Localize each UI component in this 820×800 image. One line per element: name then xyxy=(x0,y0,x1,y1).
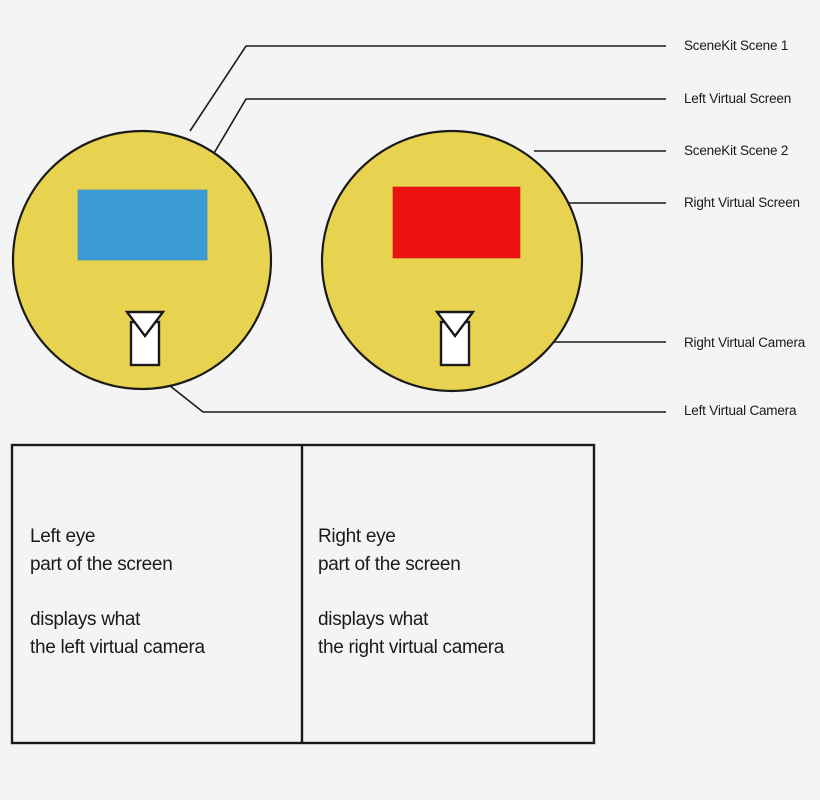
left-eye-panel-line-2: part of the screen xyxy=(30,554,173,575)
right-eye-panel-line-3: displays what xyxy=(318,609,429,630)
right-eye-panel-line-2: part of the screen xyxy=(318,554,461,575)
eye-panels-box xyxy=(10,443,596,745)
scene-2-group[interactable] xyxy=(320,129,584,393)
callout-label-left-virtual-camera: Left Virtual Camera xyxy=(684,403,797,418)
left-eye-panel-line-4: the left virtual camera xyxy=(30,637,205,658)
scene-1-group[interactable] xyxy=(11,129,273,391)
callout-label-right-virtual-camera: Right Virtual Camera xyxy=(684,335,806,350)
right-eye-panel-line-4: the right virtual camera xyxy=(318,637,505,658)
callout-label-scenekit-scene-2: SceneKit Scene 2 xyxy=(684,143,789,158)
right-eye-panel-line-1: Right eye xyxy=(318,526,396,547)
left-eye-panel-line-1: Left eye xyxy=(30,526,96,547)
callout-label-right-virtual-screen: Right Virtual Screen xyxy=(684,195,800,210)
left-virtual-camera-icon[interactable] xyxy=(124,310,166,367)
callout-label-left-virtual-screen: Left Virtual Screen xyxy=(684,91,792,106)
left-virtual-screen-rect[interactable] xyxy=(77,189,208,261)
callout-label-scenekit-scene-1: SceneKit Scene 1 xyxy=(684,38,789,53)
leader-line-scenekit-scene-1 xyxy=(189,45,666,132)
right-virtual-screen-rect[interactable] xyxy=(392,186,521,259)
left-eye-panel-line-3: displays what xyxy=(30,609,141,630)
right-virtual-camera-icon[interactable] xyxy=(434,310,476,367)
